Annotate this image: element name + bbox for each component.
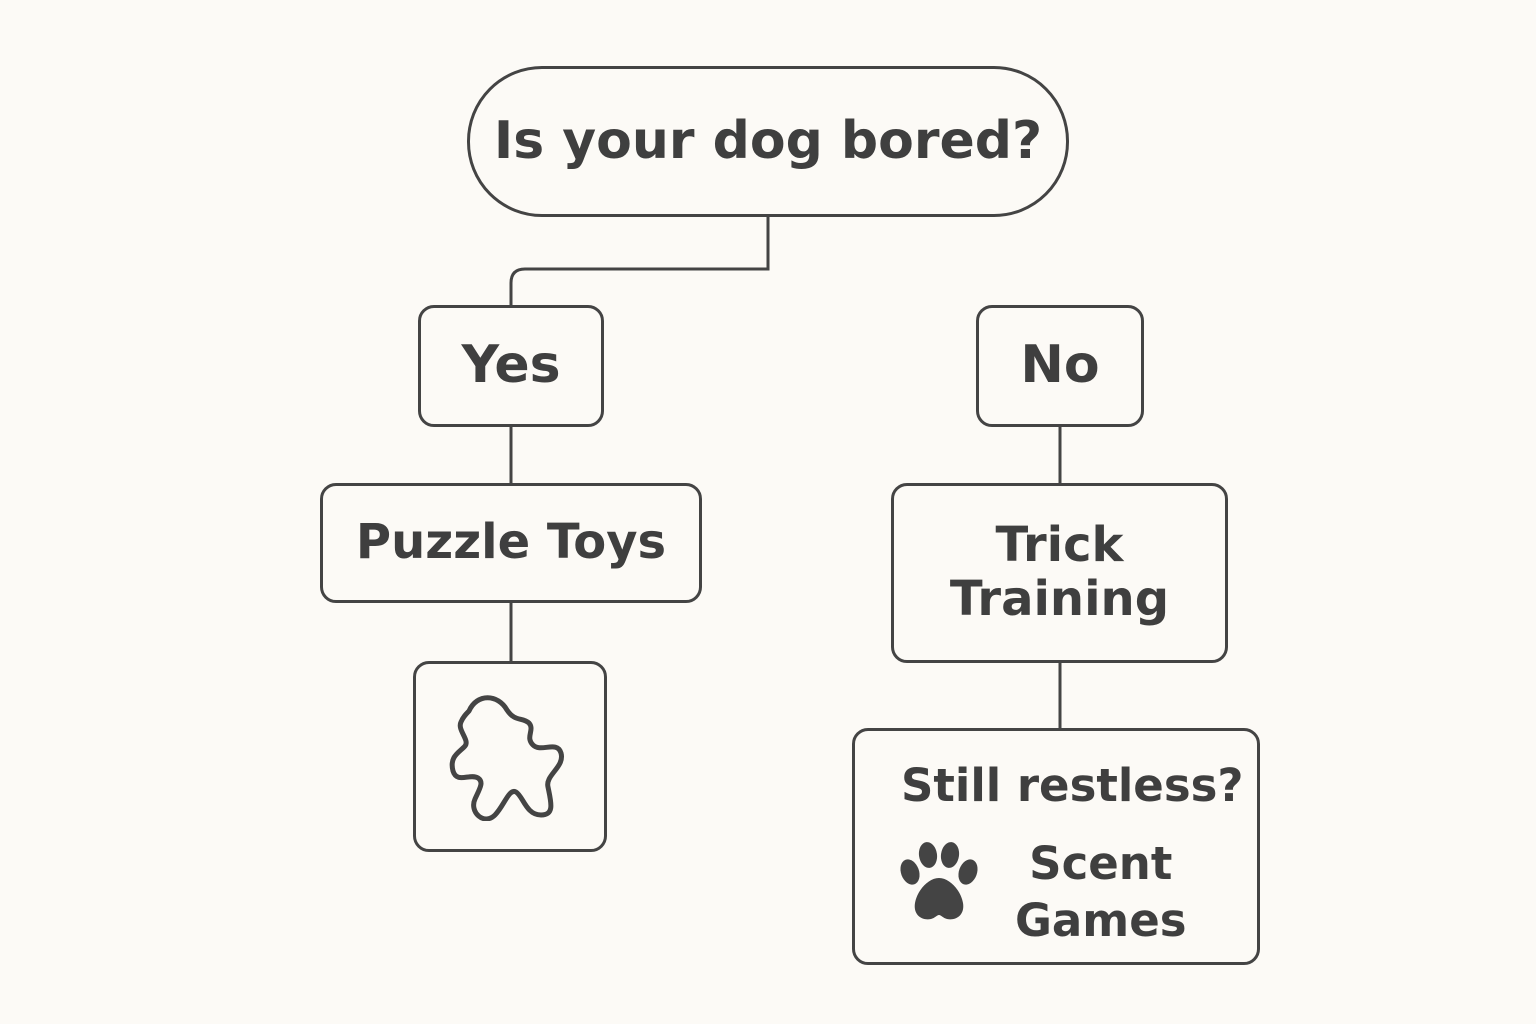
question-text: Is your dog bored? <box>493 110 1043 171</box>
question-node: Is your dog bored? <box>467 66 1069 217</box>
follow-up-suggestion: Scent Games <box>1015 837 1187 947</box>
puzzle-toys-label: Puzzle Toys <box>355 514 667 571</box>
yes-node: Yes <box>418 305 604 427</box>
trick-training-node: Trick Training <box>891 483 1228 663</box>
paw-print-icon <box>895 841 983 923</box>
puzzle-icon-node <box>413 661 607 852</box>
no-node: No <box>976 305 1144 427</box>
connector-question-to-yes <box>509 217 770 305</box>
follow-up-node: Still restless? Scent Games <box>852 728 1260 965</box>
trick-training-label: Trick Training <box>949 517 1170 627</box>
follow-up-title: Still restless? <box>901 759 1244 812</box>
yes-label: Yes <box>461 335 561 396</box>
puzzle-toys-node: Puzzle Toys <box>320 483 702 603</box>
puzzle-piece-icon <box>449 693 571 821</box>
no-label: No <box>1020 335 1100 396</box>
